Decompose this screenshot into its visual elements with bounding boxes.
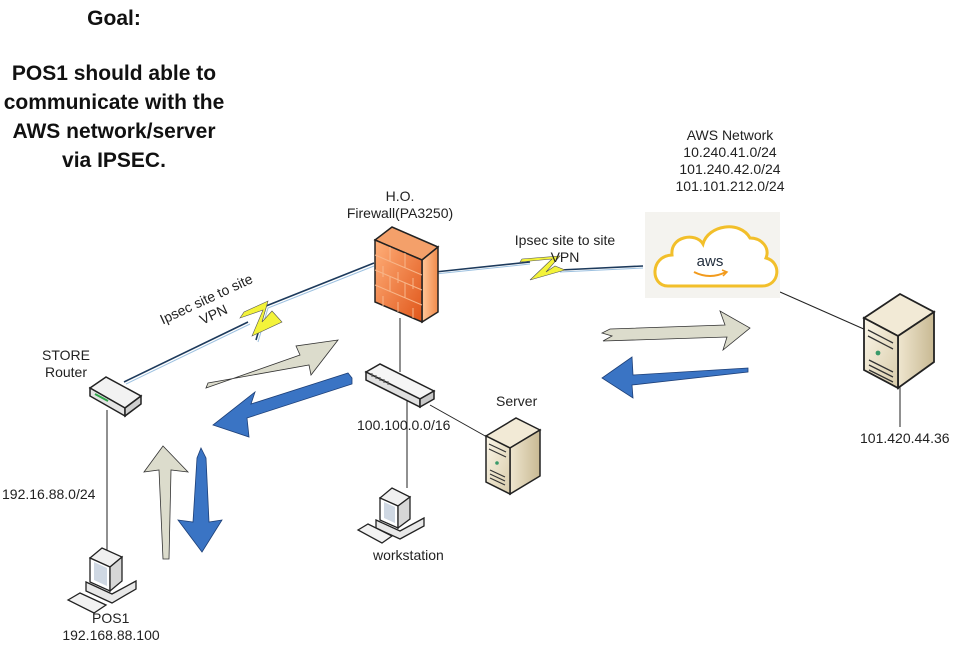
traffic-arrows [143, 310, 751, 560]
server-icon [484, 417, 542, 496]
aws-cloud-icon: aws [645, 212, 780, 298]
store-subnet-label: 192.16.88.0/24 [2, 486, 96, 503]
workstation-label: workstation [373, 547, 444, 563]
aws-logo-text: aws [697, 253, 724, 270]
vpn-link-ho-to-aws [434, 255, 644, 281]
vpn-label-ho-to-aws: Ipsec site to site VPN [490, 232, 640, 266]
vpn-label-line1: Ipsec site to site [514, 232, 616, 248]
pos-terminal-icon [66, 547, 137, 614]
goal-text: POS1 should able to communicate with the… [3, 62, 225, 172]
workstation-icon [356, 487, 425, 544]
pos1-label: POS1 192.168.88.100 [56, 610, 166, 644]
link-switch-to-server [429, 404, 488, 438]
outbound-arrow-store-to-ho [205, 339, 339, 389]
ho-subnet-label: 100.100.0.0/16 [357, 417, 451, 433]
firewall-label-line1: H.O. [385, 188, 415, 204]
goal-title: Goal: [87, 7, 141, 30]
outbound-arrow-to-aws [600, 310, 751, 352]
aws-network-label: AWS Network 10.240.41.0/24 101.240.42.0/… [650, 127, 810, 195]
aws-server-icon [862, 292, 936, 390]
vpn-label-line2: VPN [550, 249, 580, 265]
aws-subnet: 10.240.41.0/24 [683, 144, 777, 160]
lightning-bolt-icon [239, 300, 283, 337]
ho-server-label: Server [496, 393, 538, 409]
aws-network-title: AWS Network [686, 127, 774, 143]
firewall-label: H.O. Firewall(PA3250) [320, 188, 480, 222]
return-arrow-router-to-pos [177, 447, 223, 553]
aws-subnet: 101.101.212.0/24 [675, 178, 785, 194]
aws-subnet: 101.240.42.0/24 [679, 161, 781, 177]
outbound-arrow-pos-to-router [143, 445, 190, 560]
store-router-label-line1: STORE [42, 347, 90, 363]
store-router-label-line2: Router [44, 364, 88, 380]
return-arrow-from-aws [601, 356, 749, 399]
firewall-icon [373, 226, 440, 324]
pos1-name: POS1 [92, 610, 130, 626]
router-icon [88, 376, 143, 418]
goal-note: Goal: POS1 should able to communicate wi… [0, 4, 228, 175]
link-aws-to-server [779, 291, 867, 331]
lightning-bolt-icon [519, 255, 566, 281]
vpn-link-store-to-ho [123, 262, 375, 385]
aws-server-ip-label: 101.420.44.36 [860, 430, 950, 446]
pos1-ip: 192.168.88.100 [62, 627, 160, 643]
store-router-label: STORE Router [26, 347, 106, 381]
firewall-label-line2: Firewall(PA3250) [346, 205, 454, 221]
switch-icon [364, 363, 436, 409]
return-arrow-ho-to-store [212, 372, 353, 438]
